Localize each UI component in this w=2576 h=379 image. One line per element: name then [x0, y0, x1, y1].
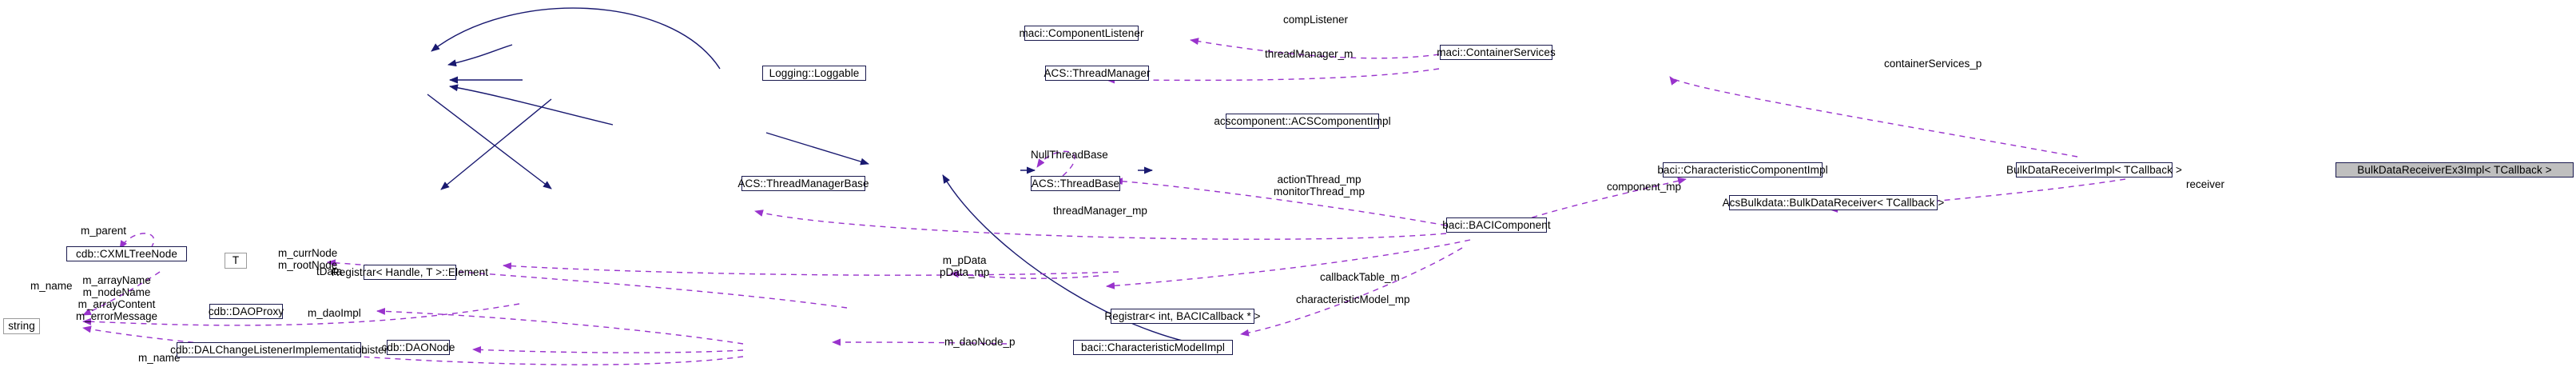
node-label: baci::BACIComponent — [1442, 218, 1551, 231]
node-bulkdatareceiverimpl[interactable]: BulkDataReceiverImpl< TCallback > — [2006, 162, 2182, 178]
node-label: Registrar< Handle, T >::Element — [331, 265, 489, 278]
node-label: cdb::DALChangeListenerImplementation — [170, 343, 368, 356]
node-label: ACS::ThreadBase — [1031, 177, 1120, 190]
edge-label-characteristicmodel-mp: characteristicModel_mp — [1296, 293, 1410, 305]
edge-label-threadmanager-mp: threadManager_mp — [1053, 205, 1147, 217]
edge-label-complistener: compListener — [1283, 14, 1349, 26]
edge-label-callbacktable-m: callbackTable_m — [1320, 271, 1400, 283]
node-acsbulkdata-bulkdatareceiver[interactable]: AcsBulkdata::BulkDataReceiver< TCallback… — [1723, 195, 1944, 210]
edge-label-m-daoimpl: m_daoImpl — [308, 307, 361, 319]
edge-label-tdata: tData — [316, 265, 343, 277]
edge-label-m-parent: m_parent — [81, 225, 127, 237]
node-registrar-int-bacicallback[interactable]: Registrar< int, BACICallback * > — [1104, 309, 1261, 324]
edge-label-m-daonode-p: m_daoNode_p — [944, 336, 1016, 348]
node-template-param-t[interactable]: T — [225, 253, 247, 269]
node-baci-characteristiccomponentimpl[interactable]: baci::CharacteristicComponentImpl — [1657, 162, 1828, 178]
node-label: ACS::ThreadManagerBase — [737, 177, 869, 190]
node-cdb-daoproxy[interactable]: cdb::DAOProxy — [208, 304, 284, 319]
node-registrar-handle-t-element[interactable]: Registrar< Handle, T >::Element — [332, 265, 488, 280]
node-label: BulkDataReceiverEx3Impl< TCallback > — [2357, 163, 2552, 176]
node-cdb-cxmltreenode[interactable]: cdb::CXMLTreeNode — [66, 246, 187, 261]
edge-label-receiver: receiver — [2186, 178, 2225, 190]
edge-label-m-name-bottom: m_name — [138, 352, 181, 364]
node-label: maci::ContainerServices — [1437, 46, 1556, 58]
node-maci-containerservices[interactable]: maci::ContainerServices — [1437, 45, 1556, 60]
edge-label-m-pdata: m_pData pData_mp — [940, 254, 990, 279]
edge-label-action-monitor-thread-mp: actionThread_mp monitorThread_mp — [1274, 174, 1366, 198]
node-acs-threadmanagerbase[interactable]: ACS::ThreadManagerBase — [737, 176, 869, 191]
node-label: cdb::DAONode — [381, 341, 455, 353]
node-baci-characteristicmodelimpl[interactable]: baci::CharacteristicModelImpl — [1073, 340, 1233, 355]
node-label: T — [232, 254, 240, 267]
node-bulkdatareceiverex3impl[interactable]: BulkDataReceiverEx3Impl< TCallback > — [2335, 162, 2574, 178]
edge-label-component-mp: component_mp — [1607, 181, 1682, 193]
node-baci-bacicomponent[interactable]: baci::BACIComponent — [1442, 217, 1551, 233]
edge-label-m-name-left: m_name — [30, 280, 73, 292]
node-label: baci::CharacteristicComponentImpl — [1657, 163, 1828, 176]
edge-label-cxmltreenode-fields: m_arrayName m_nodeName m_arrayContent m_… — [76, 274, 158, 323]
node-acs-threadmanager[interactable]: ACS::ThreadManager — [1044, 66, 1151, 81]
node-acscomponent-acscomponentimpl[interactable]: acscomponent::ACSComponentImpl — [1214, 114, 1391, 129]
association-edges — [82, 38, 2126, 365]
edge-label-containerservices-p: containerServices_p — [1884, 58, 1982, 70]
node-label: Logging::Loggable — [769, 66, 860, 79]
node-label: AcsBulkdata::BulkDataReceiver< TCallback… — [1722, 196, 1945, 209]
edge-label-threadmanager-m: threadManager_m — [1265, 48, 1354, 60]
node-label: acscomponent::ACSComponentImpl — [1214, 114, 1391, 127]
node-label: cdb::CXMLTreeNode — [75, 247, 177, 260]
node-label: cdb::DAOProxy — [208, 305, 284, 317]
node-cdb-daonode[interactable]: cdb::DAONode — [382, 340, 455, 355]
node-label: baci::CharacteristicModelImpl — [1081, 341, 1225, 353]
node-logging-loggable[interactable]: Logging::Loggable — [762, 66, 866, 81]
node-label: BulkDataReceiverImpl< TCallback > — [2006, 163, 2182, 176]
node-label: ACS::ThreadManager — [1044, 66, 1151, 79]
edge-label-m-currnode-rootnode: m_currNode m_rootNode — [278, 247, 338, 272]
edge-label-nullthreadbase: NullThreadBase — [1031, 149, 1108, 161]
node-label: Registrar< int, BACICallback * > — [1104, 309, 1261, 322]
node-string[interactable]: string — [3, 318, 40, 334]
node-label: string — [8, 320, 35, 333]
node-maci-componentlistener[interactable]: maci::ComponentListener — [1019, 26, 1143, 41]
node-cdb-dalchangelistenerimplementation[interactable]: cdb::DALChangeListenerImplementation — [170, 342, 368, 357]
node-label: maci::ComponentListener — [1019, 26, 1144, 39]
node-acs-threadbase[interactable]: ACS::ThreadBase — [1031, 176, 1120, 191]
